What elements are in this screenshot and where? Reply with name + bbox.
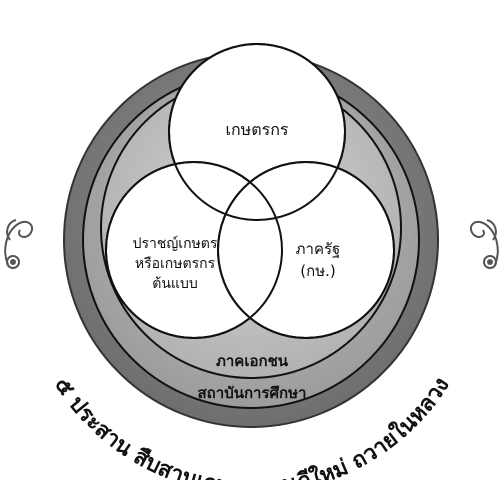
sage-farmer-label-line-3: ต้นแบบ	[152, 276, 197, 292]
education-label: สถาบันการศึกษา	[198, 384, 307, 402]
right-ornament-icon	[471, 220, 498, 268]
government-label-line-1: ภาครัฐ	[296, 240, 341, 258]
sage-farmer-label-line-1: ปราชญ์เกษตร	[133, 235, 218, 252]
private-sector-label: ภาคเอกชน	[216, 352, 289, 370]
left-ornament-icon	[5, 220, 32, 268]
sage-farmer-label-line-2: หรือเกษตรกร	[135, 256, 216, 272]
government-label-line-2: (กษ.)	[300, 262, 335, 280]
farmer-label: เกษตรกร	[226, 120, 289, 139]
